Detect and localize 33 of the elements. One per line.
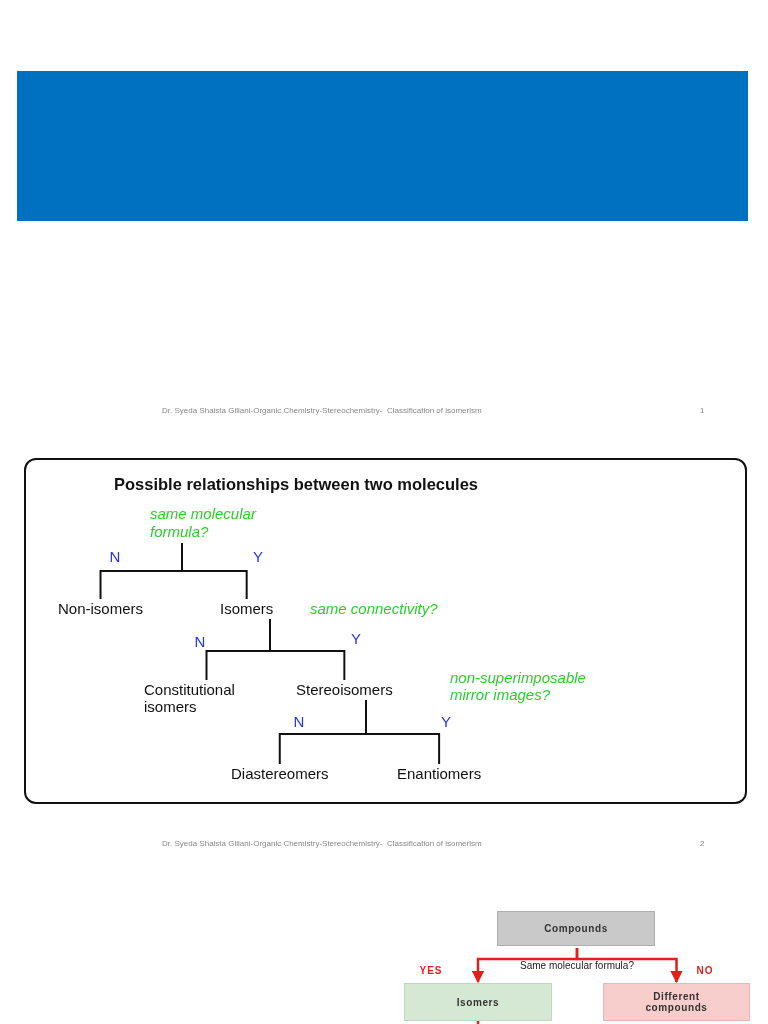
branch-label: N [109,547,121,565]
category-term: Non-isomers [58,600,144,617]
category-box: Compounds [497,911,655,946]
category-box: Different compounds [603,983,750,1021]
category-term: Isomers [220,600,274,617]
question-text: same connectivity? [310,600,439,617]
page-number: 1 [700,405,705,416]
footer-text: Dr. Syeda Shaista Gillani-Organic Chemistry-Stereochemistry- Classification of isomerism [162,838,482,849]
panel-title: Possible relationships between two molecules [114,475,478,494]
category-term: Diastereomers [231,765,329,782]
category-term: Stereoisomers [296,681,393,698]
category-box: Isomers [404,983,552,1021]
diagram-panel [24,458,747,804]
branch-label: N [293,712,305,730]
branch-label: Y [351,629,361,647]
title-banner [17,71,748,221]
question-text: Same molecular formula? [519,960,635,971]
footer-text: Dr. Syeda Shaista Gillani-Organic Chemistry-Stereochemistry- Classification of isomerism [162,405,482,416]
branch-label: Y [441,712,451,730]
branch-label: YES [419,964,443,976]
branch-label: Y [253,547,263,565]
connector-line [181,542,248,600]
connector-line [476,1021,480,1024]
page-number: 2 [700,838,705,849]
connector-line [575,948,683,984]
category-term: Enantiomers [397,765,482,782]
connector-line [269,618,346,681]
connector-line [365,699,441,765]
question-text: same molecular formula? [150,505,295,541]
category-term: Constitutional isomers [144,681,269,715]
branch-label: N [194,632,206,650]
question-text: non-superimposable mirror images? [450,669,587,703]
branch-label: NO [696,964,714,976]
